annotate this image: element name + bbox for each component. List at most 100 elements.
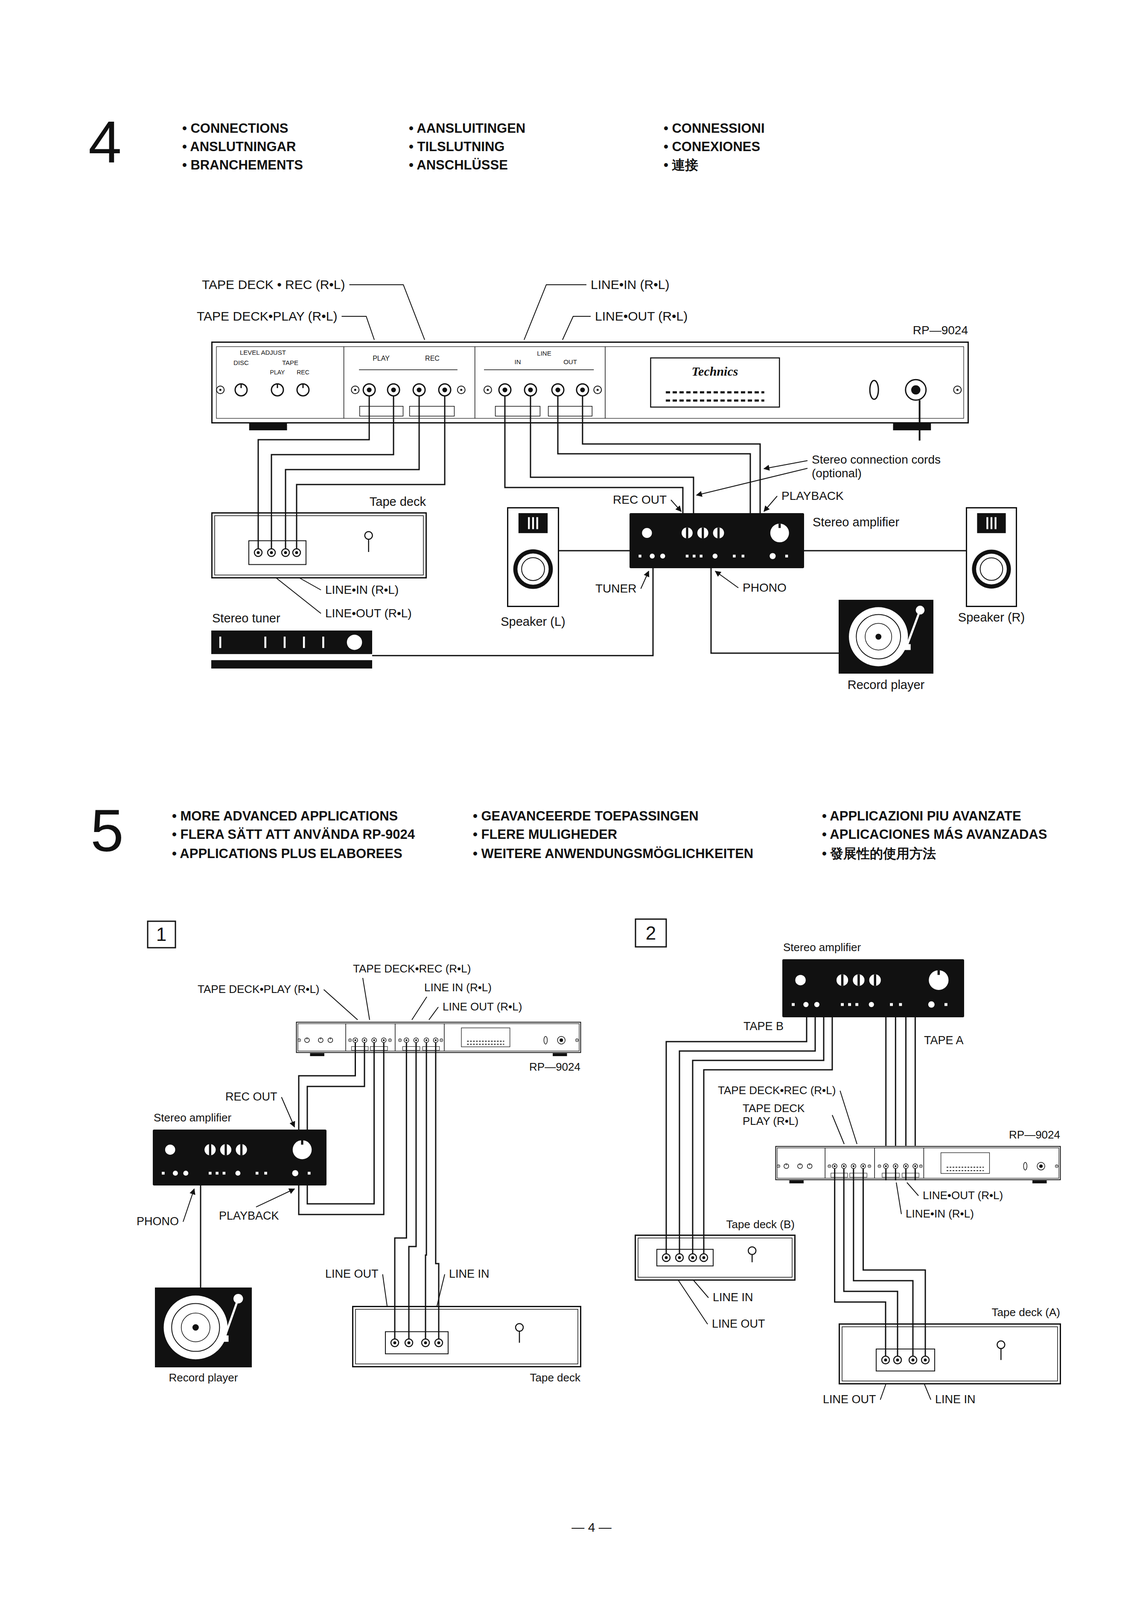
audio-cable [557,423,751,514]
front-switch [161,1171,165,1175]
device-illustration [965,507,1018,607]
knob-notch [799,1163,801,1166]
section-heading: • BRANCHEMENTS [181,157,304,173]
jack [675,1253,684,1262]
amplifier: Stereo amplifier [629,513,805,569]
header-rule [483,369,594,371]
front-switch [264,1171,268,1175]
speaker-cabinet [507,507,559,607]
jack-pin [862,1165,864,1167]
jack-label: TAPE DECK • REC (R•L) [201,277,347,293]
front-switch [785,554,788,557]
jack-pin [502,387,508,393]
selector-knob [220,1143,232,1155]
audio-cable [804,549,966,551]
audio-cable [894,1017,897,1146]
screw-dot [596,388,599,391]
jack-label: TAPE DECK•PLAY (R•L) [196,982,321,996]
audio-cable [834,1180,886,1324]
badge-dots [946,1166,984,1168]
jack [424,1037,429,1043]
deck-inner-line [355,1308,578,1364]
jack-label: PLAYBACK [218,1209,280,1223]
audio-cable [885,1017,887,1146]
front-jack [769,553,776,560]
jack-lead [678,1234,680,1254]
tweeter-panel [976,513,1006,534]
jack [883,1163,889,1169]
badge-dots [466,1040,505,1042]
jack [921,1355,930,1364]
section-heading: • CONNECTIONS [181,120,290,137]
level-knob [328,1037,333,1043]
screw [953,385,962,394]
jack-label: LINE OUT [822,1392,878,1406]
tweeter-slot [986,516,989,529]
level-knob [271,383,284,396]
jack-pin [914,1165,916,1167]
selector-knob [836,973,849,986]
jack-label: TAPE A [923,1033,965,1047]
callout-box [635,918,667,947]
screw-dot [576,1039,578,1041]
jack-label: LINE IN (R•L) [423,981,493,994]
front-jack [172,1170,178,1176]
screw [483,385,492,394]
knob-mark [240,1143,243,1155]
section-heading: • MORE ADVANCED APPLICATIONS [171,808,399,824]
front-switch [222,1171,226,1175]
screw-dot [956,388,959,391]
device-name: RP—9024 [1008,1128,1062,1142]
jack-pin [416,387,422,393]
knob-mark [857,973,860,986]
device-name: Stereo amplifier [152,1111,233,1125]
jack [405,1338,413,1347]
device-name: Stereo tuner [211,611,282,626]
audio-cable [408,1052,417,1306]
front-jack [712,553,718,559]
knob-mark [841,973,844,986]
jack-pin [382,1038,385,1041]
tuner-slot [303,636,306,648]
jack-lead [924,1323,927,1356]
section-heading: • WEITERE ANWENDUNGSMÖGLICHKEITEN [472,845,755,862]
panel-label: REC [424,354,441,363]
screw-dot [486,388,489,391]
ac-socket-core [559,1038,563,1042]
panel-foot [789,1180,805,1184]
jack-lead [383,1042,385,1053]
front-jack [803,1001,809,1007]
jack-pin [580,387,585,393]
tweeter-slot [536,516,539,529]
leader-line [763,460,808,469]
jack-lead [702,1234,705,1254]
jack-lead [257,512,259,549]
panel-label: IN [513,358,522,366]
panel-outline [212,342,969,423]
screw-dot [879,1165,881,1167]
jack-pin [894,1165,897,1167]
jack-pin [702,1256,706,1260]
jack-label: TUNER [594,581,638,596]
panel-divider [443,1023,445,1051]
jack-lead [444,395,446,424]
tonearm [224,1298,239,1337]
deck-knob [515,1323,524,1331]
front-switch [732,554,736,557]
audio-cable [425,1052,427,1306]
screw-dot [920,1165,922,1167]
jack-plate [359,406,404,417]
front-switch [944,1002,948,1006]
screw-dot [440,1039,442,1041]
jack-pin [269,550,273,554]
platter-ring [856,614,901,659]
brand-badge [650,357,780,407]
screw [593,385,602,394]
screw [351,385,359,394]
jack-lead [665,1234,668,1254]
device-name: Tape deck [528,1371,582,1385]
spindle [192,1323,199,1331]
panel-divider [874,1147,875,1178]
jack-lead [393,395,395,424]
platter [848,606,908,666]
